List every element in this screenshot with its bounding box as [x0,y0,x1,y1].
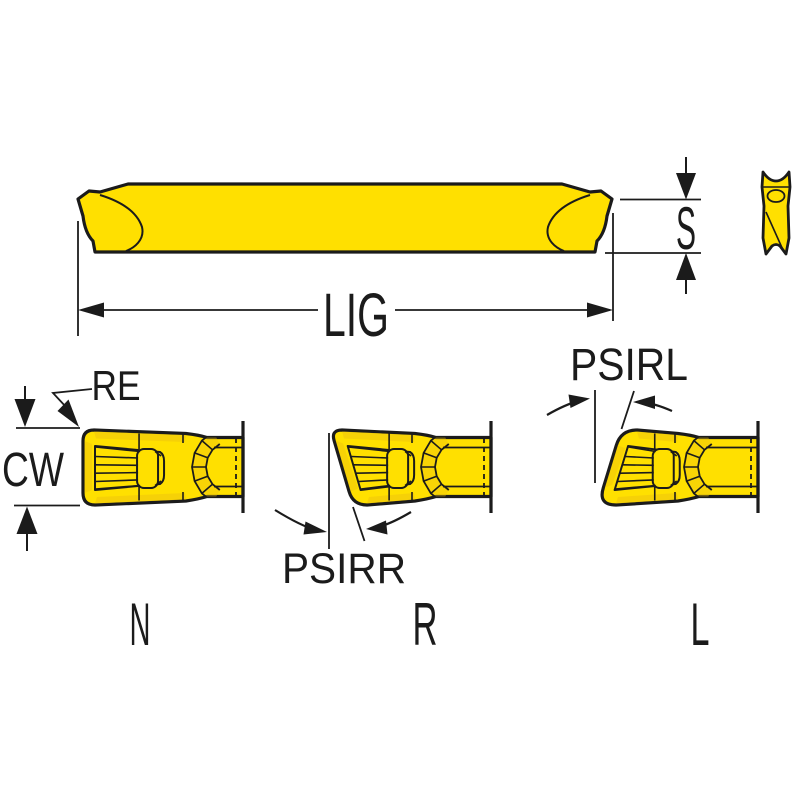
end-view-insert [760,170,792,256]
top-view-insert-right [331,421,493,513]
variant-letter-r: R [413,591,438,658]
lig-left-arrowhead [78,302,104,318]
insert-topography [84,430,243,504]
s-bottom-arrowhead [676,253,696,280]
label-psirl: PSIRL [570,339,688,390]
variant-letters: N R L [130,591,710,658]
top-view-insert-neutral [81,421,245,513]
cw-top-arrowhead [14,399,36,427]
s-top-arrowhead [676,173,696,200]
chip-breaker-inset [94,445,166,491]
label-psirr: PSIRR [282,545,406,593]
psirr-edge-ext-line [352,506,366,542]
cw-bottom-arrowhead [16,506,38,534]
side-view-left-edge-relief [99,194,144,252]
re-leader-line [51,388,93,409]
variant-letter-l: L [691,591,710,658]
chip-island [651,448,675,489]
dimension-psirl: PSIRL [546,339,688,483]
side-view-insert [76,182,614,254]
insert-topography [335,430,491,504]
dimension-lig: LIG [77,213,614,349]
label-re: RE [92,362,141,409]
psirl-edge-ext-line [620,390,635,430]
psirr-left-arrowhead [303,521,327,535]
lig-right-arrowhead [587,302,613,318]
top-view-insert-left [600,421,760,513]
dimension-re: RE [51,362,141,427]
psirl-right-arrowhead [633,395,655,409]
label-s: S [676,195,696,262]
label-cw: CW [2,444,65,497]
end-view-chipformer-oval [766,189,786,203]
insert-outline [81,428,245,507]
side-view-body [76,182,614,254]
chip-island [386,448,410,489]
dimension-psirr: PSIRR [274,433,412,593]
chip-island [136,448,160,489]
re-arrowhead [57,399,79,427]
insert-topography [604,430,758,504]
dimension-cw: CW [2,386,80,551]
dimension-s: S [605,157,701,294]
end-view-facet-line [765,211,784,251]
psirl-left-arrowhead [568,394,590,408]
chip-breaker-inset [346,445,416,491]
label-lig: LIG [323,281,389,349]
variant-letter-n: N [130,591,151,658]
chip-breaker-inset [613,445,681,491]
side-view-right-edge-relief [546,194,591,252]
psirr-right-arrowhead [366,520,388,535]
